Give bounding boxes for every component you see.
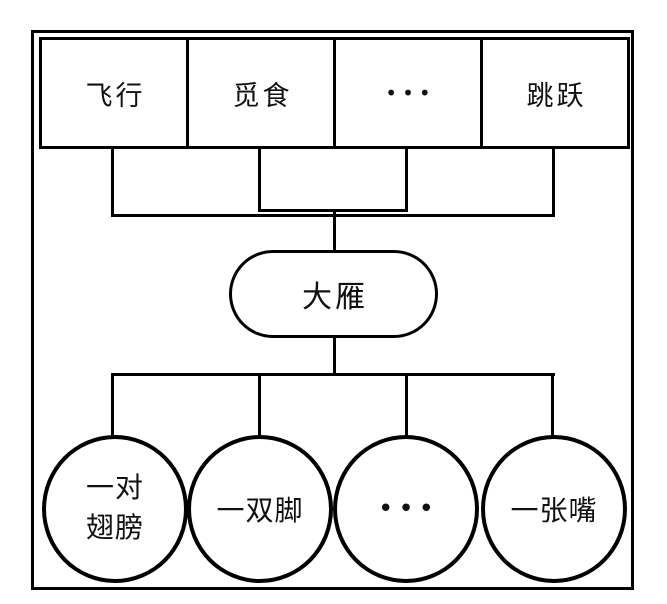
connector-bottom-drop-3 [405,376,408,436]
top-box-ellipsis-label: ••• [385,81,436,105]
bottom-circle-mouth: 一张嘴 [481,435,627,583]
connector-top-drop-1 [111,149,114,217]
top-box-flying-label: 飞行 [85,80,146,111]
connector-center-stem-top [333,212,336,250]
connector-bottom-bus [111,373,555,376]
center-node-goose-label: 大雁 [302,281,368,314]
top-box-foraging-label: 觅食 [232,80,293,111]
connector-top-drop-2 [258,149,261,212]
top-box-foraging: 觅食 [186,37,336,149]
top-box-jumping-label: 跳跃 [526,80,587,111]
connector-top-drop-4 [552,149,555,217]
connector-bottom-drop-4 [551,376,554,436]
wings-label-line2: 翅膀 [85,513,144,544]
connector-top-bus-inner [258,209,408,212]
connector-top-drop-3 [405,149,408,212]
top-box-ellipsis: ••• [333,37,483,149]
wings-label-line1: 一对 [85,473,144,504]
center-node-goose: 大雁 [229,250,438,338]
connector-bottom-drop-2 [258,376,261,436]
connector-bottom-drop-1 [111,376,114,436]
bottom-circle-wings-label: 一对 翅膀 [86,469,144,549]
bottom-circle-feet: 一双脚 [187,435,333,583]
bottom-circle-ellipsis: ••• [333,435,479,583]
bottom-circle-mouth-label: 一张嘴 [510,496,598,527]
bottom-circle-feet-label: 一双脚 [216,496,304,527]
bottom-circle-ellipsis-label: ••• [377,494,439,524]
connector-center-stem-bottom [333,338,336,375]
top-box-jumping: 跳跃 [480,37,630,149]
bottom-circle-wings: 一对 翅膀 [42,435,188,583]
top-box-flying: 飞行 [39,37,189,149]
diagram-border-frame [31,30,634,590]
